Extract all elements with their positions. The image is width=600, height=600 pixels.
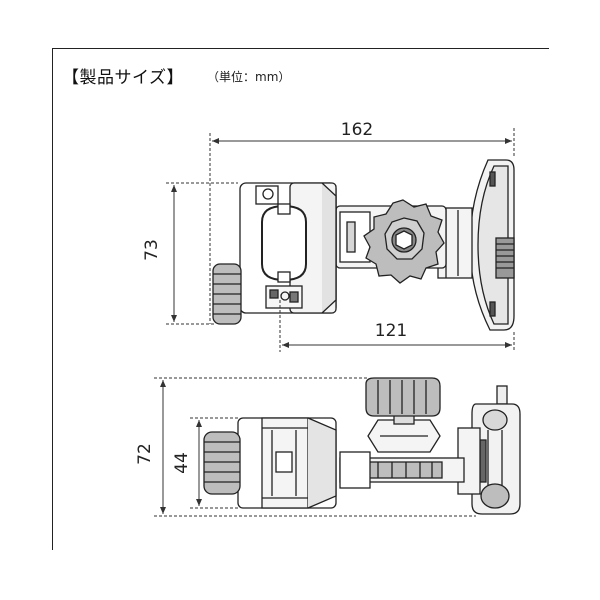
side-shaft	[339, 451, 465, 489]
frame-left-border	[52, 48, 53, 550]
side-clamp-body	[237, 417, 337, 509]
side-view-drawing	[203, 377, 521, 515]
top-clamp-body	[239, 182, 337, 314]
top-thumb-knob	[212, 263, 242, 325]
product-size-title: 【製品サイズ】	[62, 68, 184, 88]
side-thumb-knob	[203, 431, 241, 495]
top-dimension-lines	[166, 128, 515, 352]
side-dimension-lines	[154, 377, 476, 517]
dimension-overall-length: 162	[341, 120, 373, 140]
top-base-bracket	[469, 159, 515, 331]
dimension-side-overall-height: 72	[135, 443, 155, 465]
dimension-top-height: 73	[142, 239, 162, 261]
top-view-drawing	[212, 159, 515, 331]
side-base-bracket	[471, 385, 521, 515]
frame-top-border	[52, 48, 549, 49]
dimension-side-clamp-height: 44	[172, 452, 192, 474]
top-gear-knob	[363, 199, 445, 284]
side-large-knob	[365, 377, 441, 417]
dimension-mount-length: 121	[375, 321, 407, 341]
unit-label: （単位：mm）	[207, 70, 291, 84]
side-ball-joint	[367, 413, 441, 453]
